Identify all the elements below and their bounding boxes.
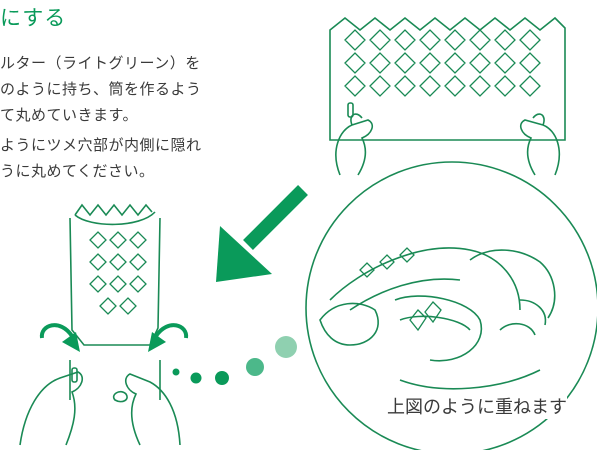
instruction-line: うに丸めてください。 bbox=[0, 162, 155, 180]
instruction-line: て丸めていきます。 bbox=[0, 106, 139, 124]
zoom-caption: 上図のように重ねます bbox=[387, 393, 567, 419]
flat-filter-illustration bbox=[329, 16, 566, 176]
curved-arrow-icon bbox=[39, 323, 189, 352]
step-heading: にする bbox=[0, 6, 67, 30]
dot-sequence bbox=[172, 336, 297, 385]
instruction-line: ようにツメ穴部が内側に隠れ bbox=[0, 136, 202, 154]
zoom-detail-illustration bbox=[305, 161, 597, 450]
instruction-line: ルター（ライトグリーン）を bbox=[0, 54, 201, 72]
diagonal-arrow-icon bbox=[216, 185, 308, 282]
instruction-line: のように持ち、筒を作るよう bbox=[0, 80, 202, 98]
tube-filter-illustration bbox=[19, 203, 181, 446]
instruction-text: ルター（ライトグリーン）を のように持ち、筒を作るよう て丸めていきます。 よう… bbox=[0, 50, 300, 184]
